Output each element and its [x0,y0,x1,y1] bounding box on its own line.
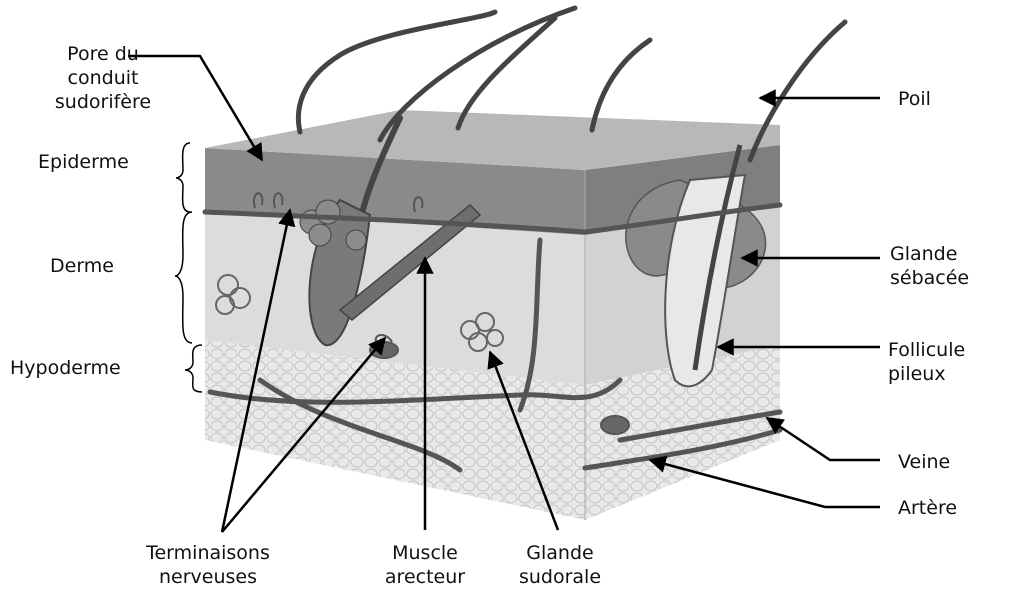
veine-leader [767,418,880,460]
label-glande-sebacee: Glande sébacée [890,242,969,290]
label-epiderme: Epiderme [38,150,129,174]
bracket-derme [175,212,192,343]
label-follicule: Follicule pileux [888,338,965,386]
label-glande-sudorale: Glande sudorale [495,541,625,589]
label-poil: Poil [898,87,931,111]
bracket-hypoderme [185,345,202,392]
label-artere: Artère [898,496,957,520]
label-muscle: Muscle arecteur [360,541,490,589]
label-hypoderme: Hypoderme [10,356,121,380]
bracket-epiderme [176,143,190,212]
label-terminaisons: Terminaisons nerveuses [128,541,288,589]
label-veine: Veine [898,450,950,474]
layer-brackets [175,143,202,392]
label-derme: Derme [50,254,114,278]
label-pore: Pore du conduit sudorifère [38,42,168,114]
